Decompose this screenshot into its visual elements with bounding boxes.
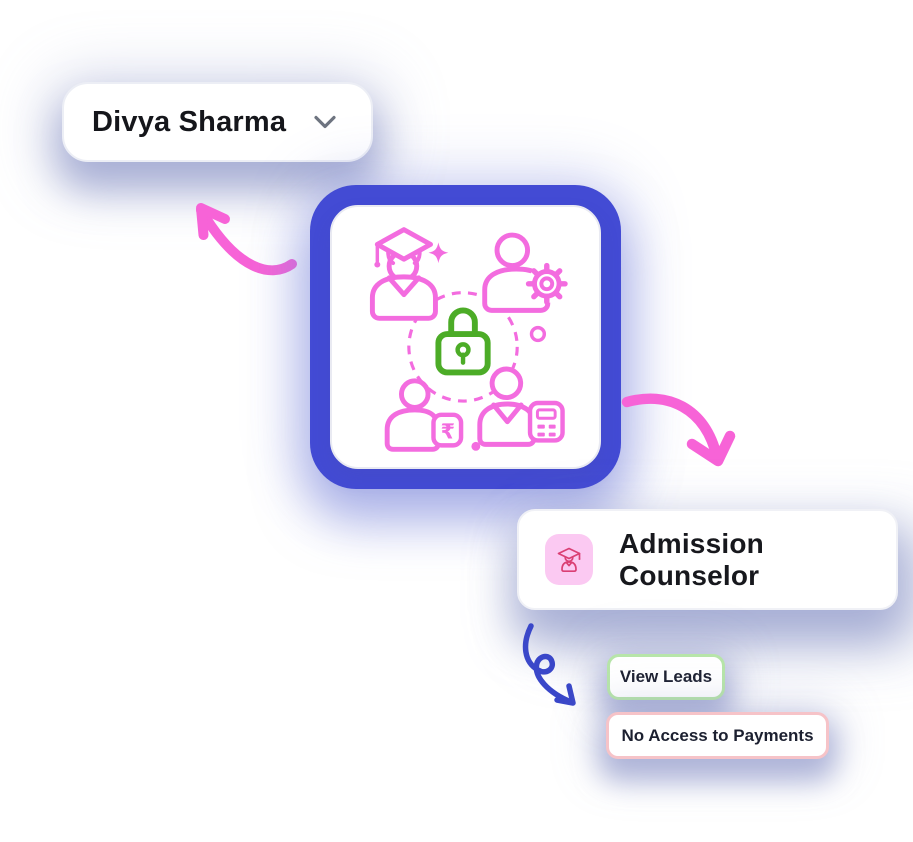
decor-dot	[471, 441, 481, 451]
rupee-symbol: ₹	[441, 419, 455, 443]
arrow-to-permissions	[522, 623, 576, 706]
user-select-card[interactable]: Divya Sharma	[62, 82, 373, 162]
permission-badge-view-leads: View Leads	[607, 654, 725, 700]
role-title: Admission Counselor	[619, 527, 764, 591]
permission-label: No Access to Payments	[621, 725, 814, 745]
user-name: Divya Sharma	[92, 105, 287, 138]
graduate-student-icon	[557, 547, 581, 572]
role-card: Admission Counselor	[517, 509, 898, 610]
role-access-illustration: ₹	[369, 227, 568, 452]
person-calculator-icon	[477, 366, 565, 447]
arrow-to-user-card	[196, 203, 297, 276]
lock-icon	[435, 307, 491, 376]
arrow-to-role-card	[621, 393, 736, 467]
permission-label: View Leads	[619, 667, 713, 686]
access-illustration-card: ₹	[310, 185, 621, 489]
graduate-student-icon	[369, 227, 438, 321]
chevron-down-icon[interactable]	[313, 115, 337, 130]
sparkle-icon	[428, 242, 449, 264]
person-gear-icon	[482, 232, 568, 313]
person-rupee-icon: ₹	[384, 378, 464, 452]
role-icon-tile	[545, 534, 593, 585]
decor-ring-dot	[529, 325, 547, 343]
illustration-canvas: ₹	[330, 205, 601, 469]
permission-badge-no-payments: No Access to Payments	[606, 712, 829, 759]
